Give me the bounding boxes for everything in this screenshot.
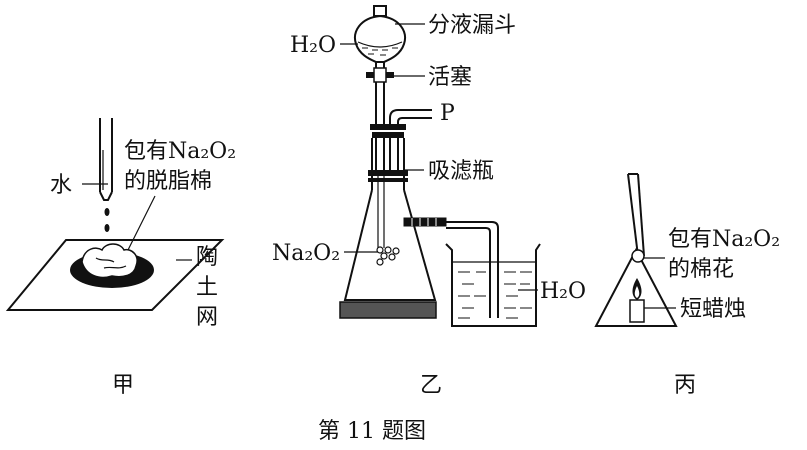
caption-jia: 甲 (112, 373, 134, 398)
stopcock (366, 67, 394, 83)
figure-caption: 第 11 题图 (318, 419, 426, 444)
label-bing-cotton-line2: 的棉花 (668, 257, 734, 282)
label-h2o-beaker: H₂O (540, 279, 586, 304)
stand-base (339, 301, 437, 319)
label-flask: 吸滤瓶 (428, 159, 494, 184)
beaker (445, 243, 541, 327)
separatory-funnel (354, 5, 406, 176)
panel-bing: 包有Na₂O₂ 的棉花 短蜡烛 丙 (594, 173, 780, 398)
cotton-leader (127, 195, 156, 251)
label-cotton-line2: 的脱脂棉 (124, 169, 212, 194)
label-candle: 短蜡烛 (680, 297, 746, 322)
label-funnel: 分液漏斗 (428, 13, 516, 38)
suction-flask (343, 138, 447, 301)
label-bing-cotton-line1: 包有Na₂O₂ (668, 227, 780, 252)
p-tube (389, 109, 432, 176)
label-gauze-1: 陶 (196, 245, 218, 270)
label-water: 水 (50, 173, 72, 198)
cotton-ball (631, 249, 645, 263)
ceramic-gauze (5, 239, 225, 311)
rubber-stopper (370, 124, 406, 138)
label-stopcock: 活塞 (428, 65, 472, 90)
candle (629, 278, 645, 323)
dropper (99, 118, 113, 201)
caption-bing: 丙 (674, 373, 696, 398)
funnel-triangle (594, 247, 678, 327)
label-na2o2: Na₂O₂ (272, 241, 340, 266)
panel-yi: 分液漏斗 H₂O 活塞 P (272, 5, 586, 398)
label-h2o-funnel: H₂O (290, 33, 336, 58)
water-drops (104, 208, 110, 232)
caption-yi: 乙 (420, 373, 442, 398)
label-cotton-line1: 包有Na₂O₂ (124, 139, 236, 164)
glass-tube (627, 173, 645, 257)
delivery-tube (446, 221, 499, 318)
label-p: P (440, 101, 455, 126)
label-gauze-3: 网 (196, 305, 218, 330)
panel-jia: 水 包有Na₂O₂ 的脱脂棉 陶 土 网 甲 (5, 118, 236, 398)
label-gauze-2: 土 (196, 275, 218, 300)
